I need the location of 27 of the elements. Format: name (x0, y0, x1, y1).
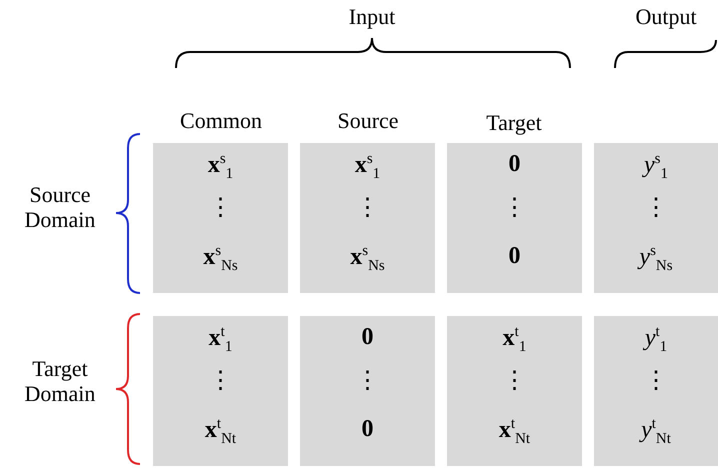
row-heading: Target Domain (24, 356, 96, 407)
column-heading: Common (179, 108, 263, 134)
ellipsis: ⋮ (502, 367, 528, 395)
ellipsis: ⋮ (643, 367, 669, 395)
matrix-block (153, 143, 288, 293)
math-entry: 0 (508, 151, 522, 178)
math-entry: 0 (360, 324, 374, 351)
column-heading: Target (485, 110, 543, 136)
ellipsis: ⋮ (208, 367, 234, 395)
matrix-block (447, 143, 582, 293)
math-entry: 0 (508, 243, 522, 270)
ellipsis: ⋮ (354, 367, 380, 395)
matrix-block (447, 316, 582, 466)
matrix-block (153, 316, 288, 466)
math-entry: 0 (360, 416, 374, 443)
matrix-block (594, 143, 718, 293)
group-heading: Output (634, 4, 698, 30)
ellipsis: ⋮ (502, 194, 528, 222)
ellipsis: ⋮ (208, 194, 234, 222)
ellipsis: ⋮ (643, 194, 669, 222)
group-heading: Input (348, 4, 396, 30)
matrix-block (300, 316, 435, 466)
row-heading: Source Domain (24, 182, 96, 233)
column-heading: Source (336, 108, 400, 134)
matrix-block (594, 316, 718, 466)
matrix-block (300, 143, 435, 293)
ellipsis: ⋮ (354, 194, 380, 222)
